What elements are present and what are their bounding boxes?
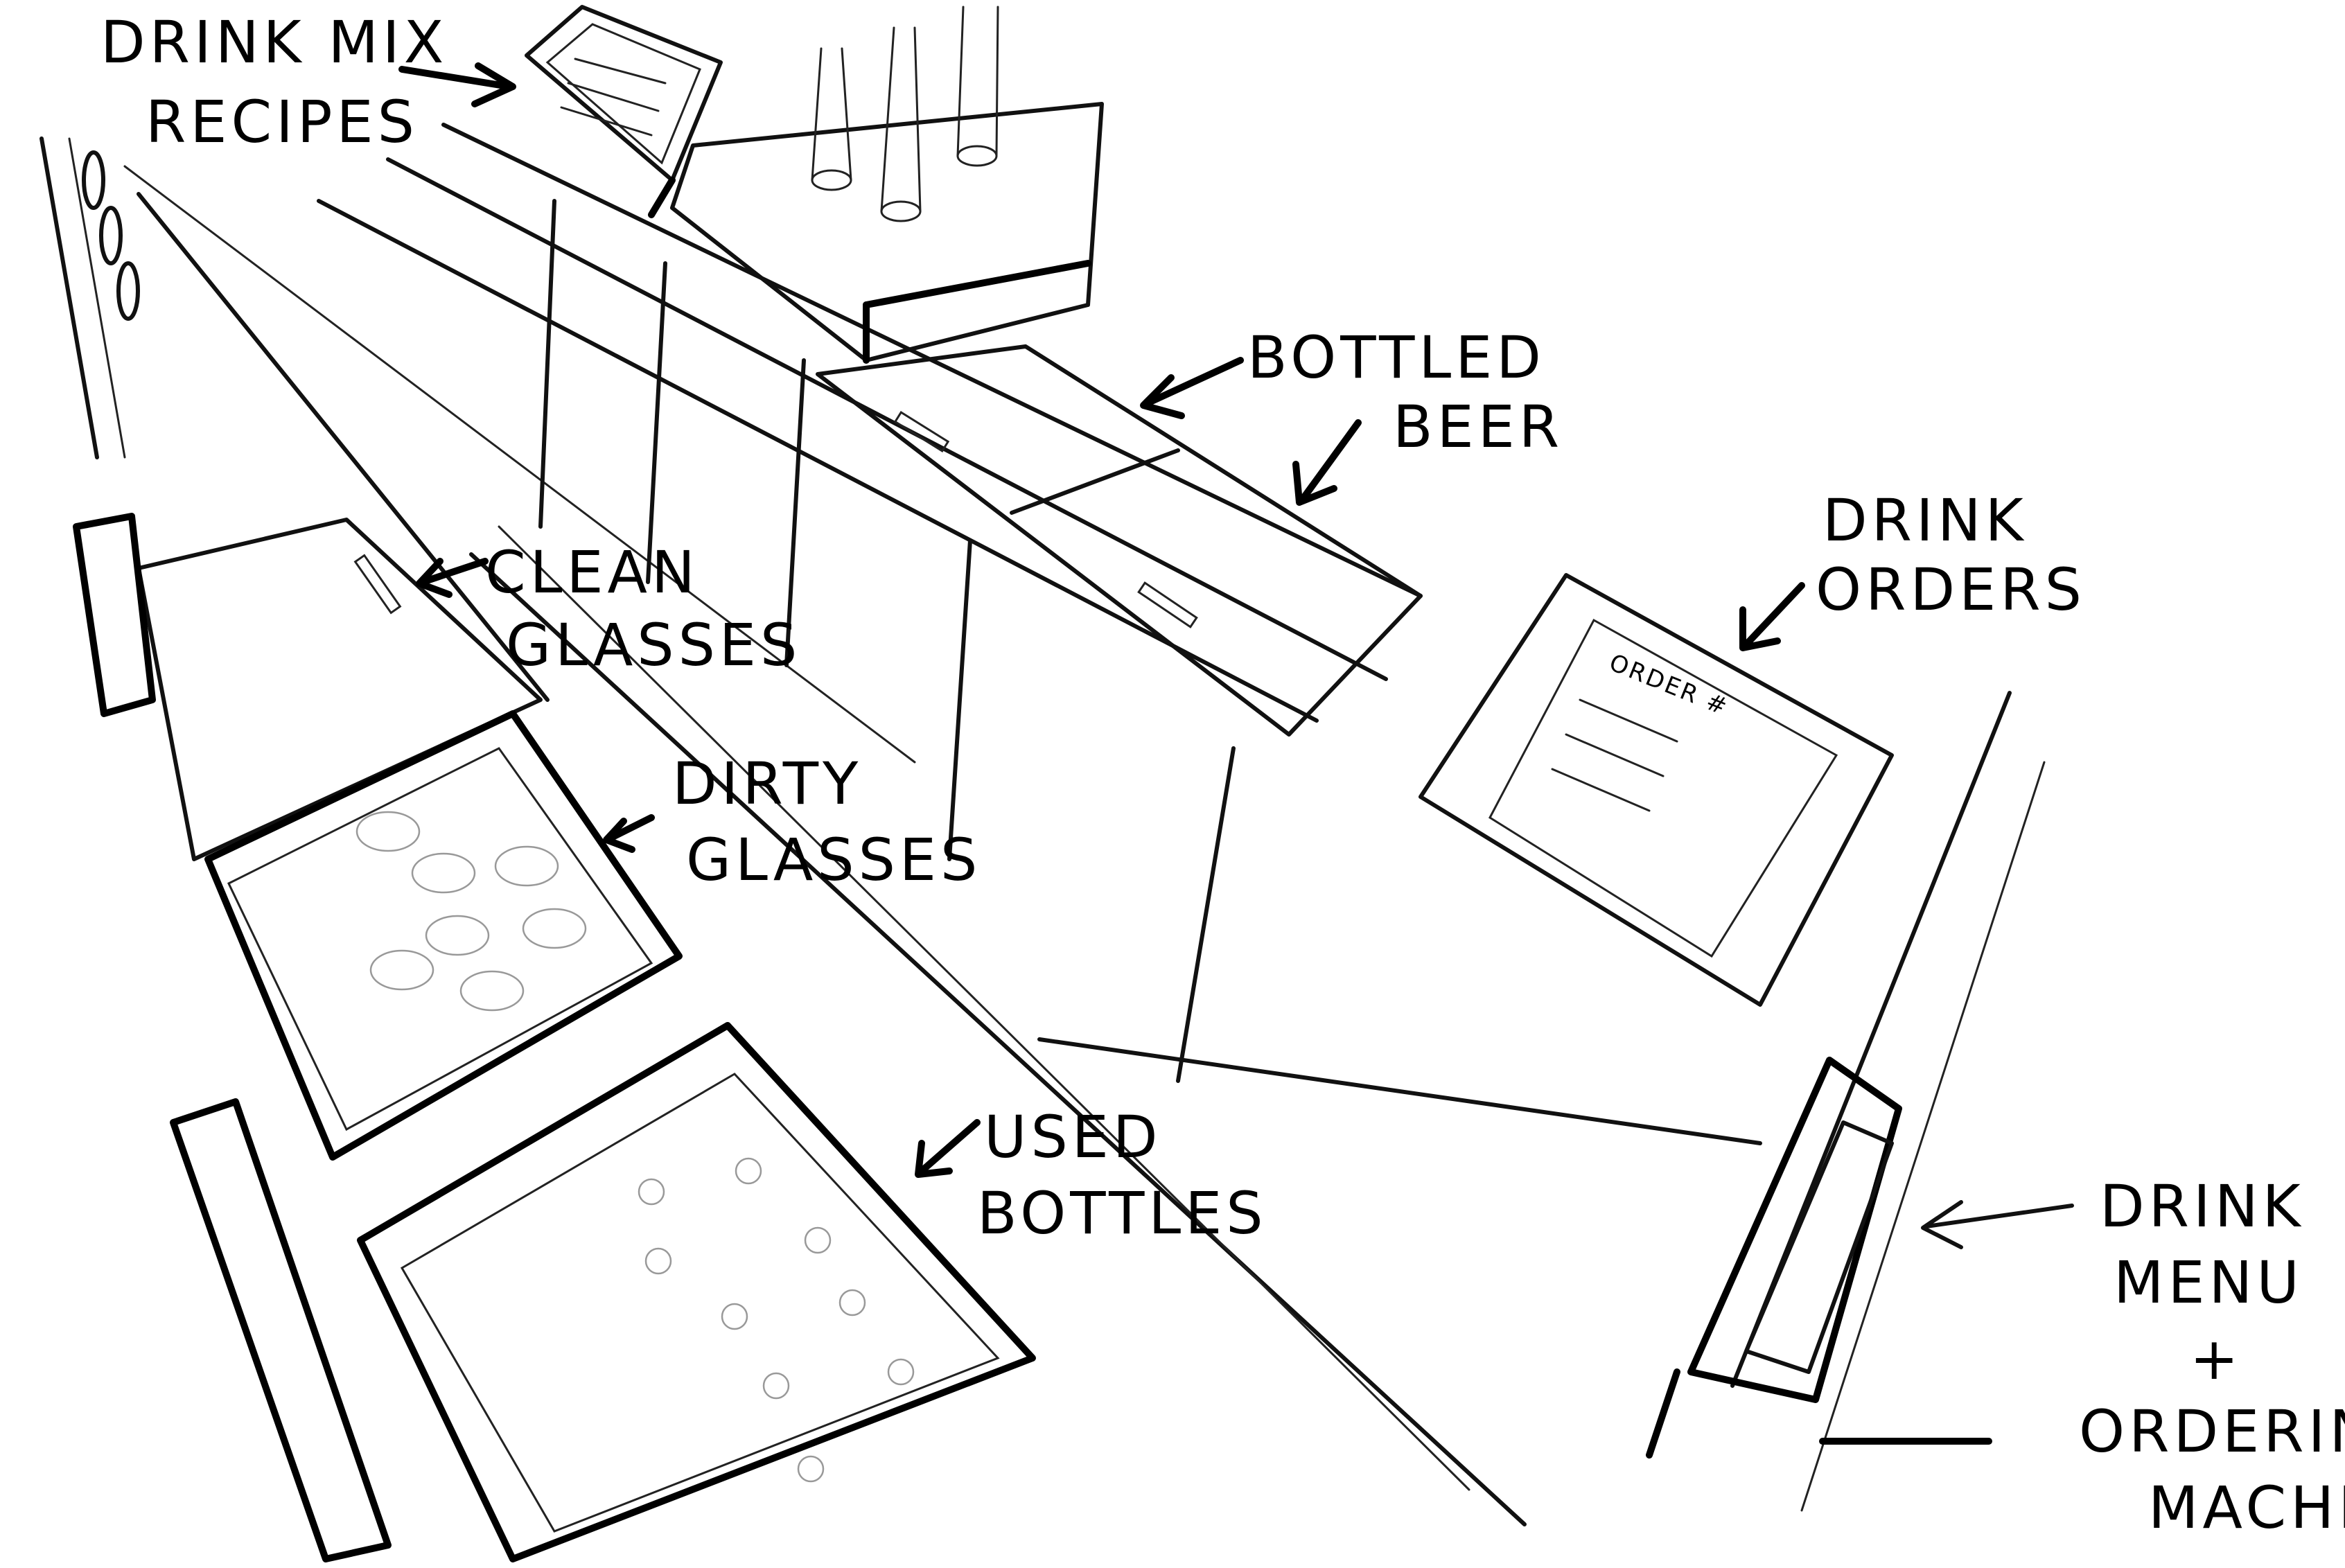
drink-orders-screen: ORDER # bbox=[1419, 573, 1894, 1007]
recipes-arrowhead bbox=[471, 62, 516, 107]
recipes-arrow bbox=[398, 66, 513, 90]
beer-arrow-1 bbox=[1147, 357, 1244, 405]
back-bar-counter bbox=[123, 123, 1423, 1083]
clean-glasses-label: CLEAN GLASSES bbox=[485, 538, 801, 679]
menu-label-line-2: MENU bbox=[2114, 1249, 2303, 1316]
menu-arrowhead bbox=[1921, 1200, 1963, 1249]
beer-arrowhead-2 bbox=[1292, 461, 1337, 506]
recipes-label-line-1: DRINK MIX bbox=[100, 8, 448, 76]
beer-arrowhead-1 bbox=[1140, 374, 1185, 419]
beer-cooler bbox=[816, 344, 1423, 737]
dirty-arrowhead bbox=[603, 818, 635, 853]
ordering-machine bbox=[1646, 1057, 1902, 1459]
bottles-arrowhead bbox=[915, 1140, 953, 1178]
used-bottles-label: USED BOTTLES bbox=[977, 1103, 1267, 1247]
dirty-arrow bbox=[606, 814, 655, 842]
clean-arrowhead bbox=[416, 558, 453, 598]
annotation-arrows bbox=[398, 62, 2074, 1445]
menu-label: DRINK MENU + ORDERING MACHINE bbox=[2079, 1172, 2345, 1542]
orders-arrow bbox=[1743, 582, 1805, 648]
clean-label-line-2: GLASSES bbox=[506, 611, 801, 679]
recipes-label-line-2: RECIPES bbox=[146, 88, 419, 156]
beer-arrow-2 bbox=[1299, 419, 1362, 502]
recipe-board bbox=[525, 5, 723, 218]
clean-arrow bbox=[419, 558, 489, 585]
used-bottles-bin bbox=[170, 1022, 1036, 1562]
beer-label: BOTTLED BEER bbox=[1247, 324, 1563, 461]
menu-label-line-4: ORDERING bbox=[2079, 1398, 2345, 1465]
orders-label-line-1: DRINK bbox=[1823, 486, 2028, 554]
beer-label-line-1: BOTTLED bbox=[1247, 324, 1545, 391]
recipes-label: DRINK MIX RECIPES bbox=[100, 8, 448, 156]
front-bar bbox=[137, 192, 2046, 1526]
dirty-glasses-bin bbox=[204, 710, 683, 1161]
menu-label-line-5: MACHINE bbox=[2148, 1474, 2345, 1542]
dirty-label-line-2: GLASSES bbox=[686, 826, 981, 894]
menu-arrow bbox=[1924, 1204, 2074, 1228]
orders-label: DRINK ORDERS bbox=[1816, 486, 2086, 624]
beer-label-line-2: BEER bbox=[1393, 393, 1563, 461]
bottles-arrow bbox=[918, 1119, 981, 1174]
clean-glasses-bin bbox=[73, 513, 543, 861]
liquor-shelf bbox=[670, 6, 1104, 364]
orders-arrowhead bbox=[1739, 606, 1781, 651]
bottles-label-line-1: USED bbox=[984, 1103, 1162, 1171]
bottles-label-line-2: BOTTLES bbox=[977, 1179, 1267, 1247]
menu-label-line-3: + bbox=[2190, 1325, 2242, 1393]
beer-taps bbox=[39, 136, 140, 459]
menu-label-line-1: DRINK bbox=[2100, 1172, 2305, 1240]
dirty-glasses-label: DIRTY GLASSES bbox=[672, 750, 981, 894]
clean-label-line-1: CLEAN bbox=[485, 538, 699, 606]
dirty-label-line-1: DIRTY bbox=[672, 750, 862, 818]
screen-order-text: ORDER # bbox=[1606, 649, 1733, 721]
orders-label-line-2: ORDERS bbox=[1816, 556, 2086, 624]
